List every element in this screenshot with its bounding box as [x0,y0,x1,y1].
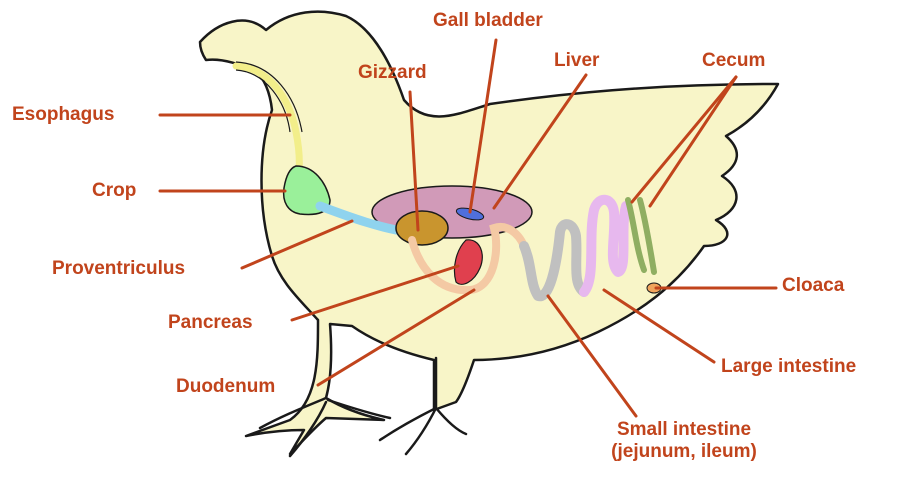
gizzard-organ [396,211,448,245]
large-intestine-leader [604,290,714,362]
label-duodenum: Duodenum [176,376,275,398]
label-proventriculus: Proventriculus [52,258,185,280]
label-cloaca: Cloaca [782,275,844,297]
label-small-intestine-line1: Small intestine [594,419,774,441]
label-liver: Liver [554,50,599,72]
label-esophagus: Esophagus [12,104,114,126]
label-gall-bladder: Gall bladder [433,10,543,32]
label-cecum: Cecum [702,50,765,72]
label-pancreas: Pancreas [168,312,253,334]
label-gizzard: Gizzard [358,62,427,84]
label-large-intestine: Large intestine [721,356,856,378]
label-crop: Crop [92,180,136,202]
label-small-intestine: Small intestine (jejunum, ileum) [594,419,774,463]
label-small-intestine-line2: (jejunum, ileum) [594,441,774,463]
